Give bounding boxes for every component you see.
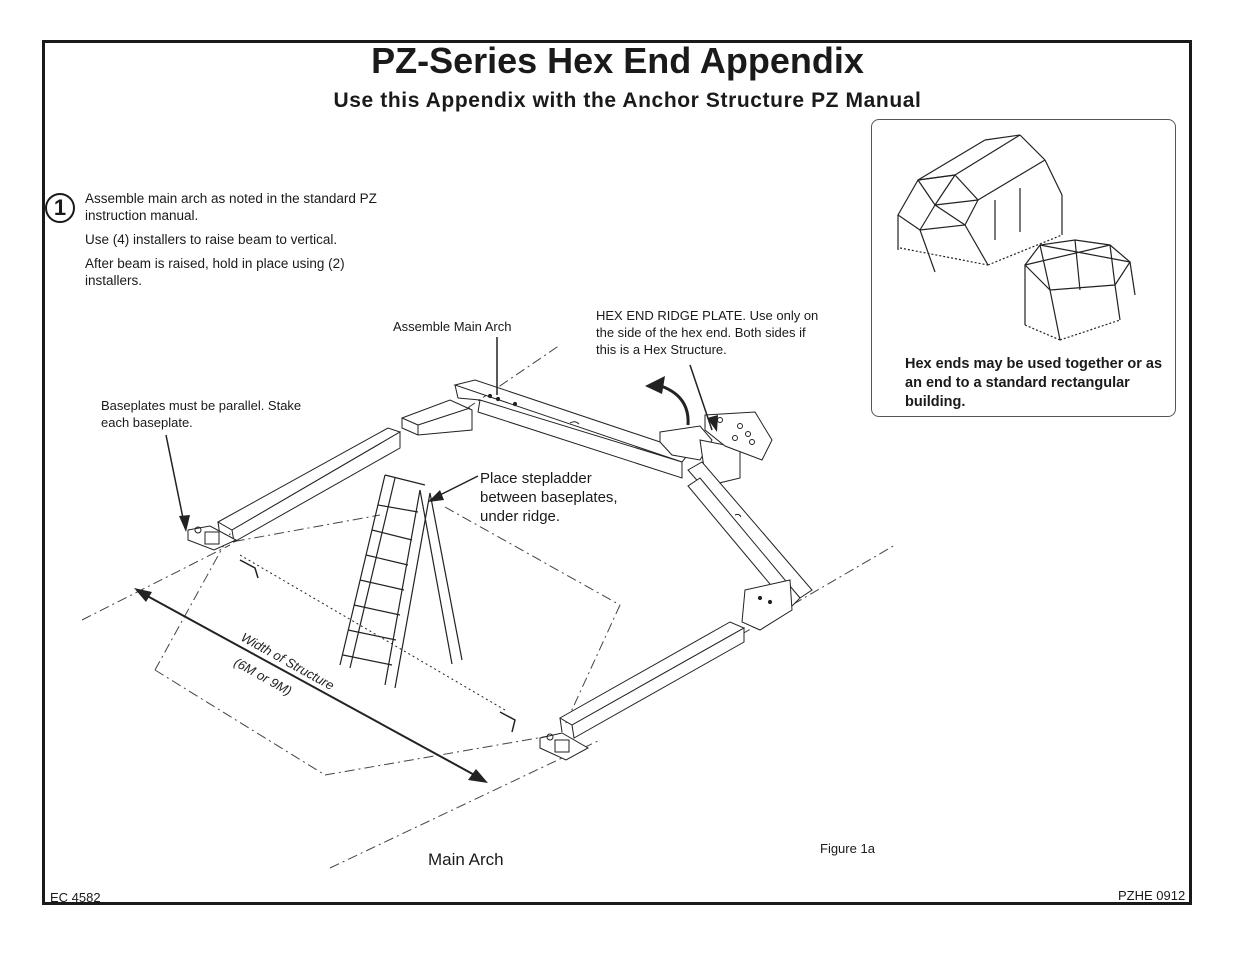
- inset-caption: Hex ends may be used together or as an e…: [905, 356, 1163, 410]
- leader-baseplate: [165, 434, 186, 529]
- step-number-badge: 1: [45, 193, 75, 223]
- step-instructions: Assemble main arch as noted in the stand…: [85, 190, 385, 296]
- page-subtitle: Use this Appendix with the Anchor Struct…: [333, 89, 922, 112]
- left-leg-tube: [216, 427, 402, 543]
- center-line: [239, 554, 506, 711]
- construction-lines: [81, 344, 896, 869]
- label-assemble-main-arch: Assemble Main Arch: [393, 319, 512, 334]
- label-stepladder: Place stepladder between baseplates, und…: [480, 470, 618, 525]
- footer-left-code: EC 4582: [50, 890, 101, 905]
- page-title: PZ-Series Hex End Appendix: [371, 40, 864, 81]
- label-baseplates: Baseplates must be parallel. Stake each …: [101, 398, 302, 430]
- label-main-arch: Main Arch: [428, 850, 504, 869]
- right-lower-elbow: [741, 579, 793, 631]
- left-stake-icon: [239, 559, 259, 579]
- rotate-arrow-icon: [657, 383, 690, 426]
- right-leg-tube: [687, 461, 813, 609]
- width-dimension-arrow: [134, 588, 488, 783]
- label-hex-ridge-plate: HEX END RIDGE PLATE. Use only on the sid…: [596, 308, 819, 357]
- step-line-2: Use (4) installers to raise beam to vert…: [85, 232, 338, 247]
- figure-caption: Figure 1a: [820, 841, 875, 856]
- page-border: [42, 40, 1192, 905]
- step-line-1: Assemble main arch as noted in the stand…: [85, 191, 377, 223]
- step-line-3: After beam is raised, hold in place usin…: [85, 256, 345, 288]
- top-arch-beam: [453, 379, 691, 479]
- left-baseplate: [187, 525, 238, 551]
- stepladder: [339, 474, 463, 689]
- inset-panel: [871, 119, 1176, 417]
- lower-right-leg-tube: [558, 621, 746, 739]
- right-stake-icon: [499, 711, 516, 733]
- hex-ridge-plate: [704, 411, 773, 461]
- right-baseplate: [539, 732, 590, 761]
- footer-right-code: PZHE 0912: [1118, 888, 1186, 903]
- left-elbow: [401, 399, 473, 436]
- right-elbow: [659, 425, 741, 485]
